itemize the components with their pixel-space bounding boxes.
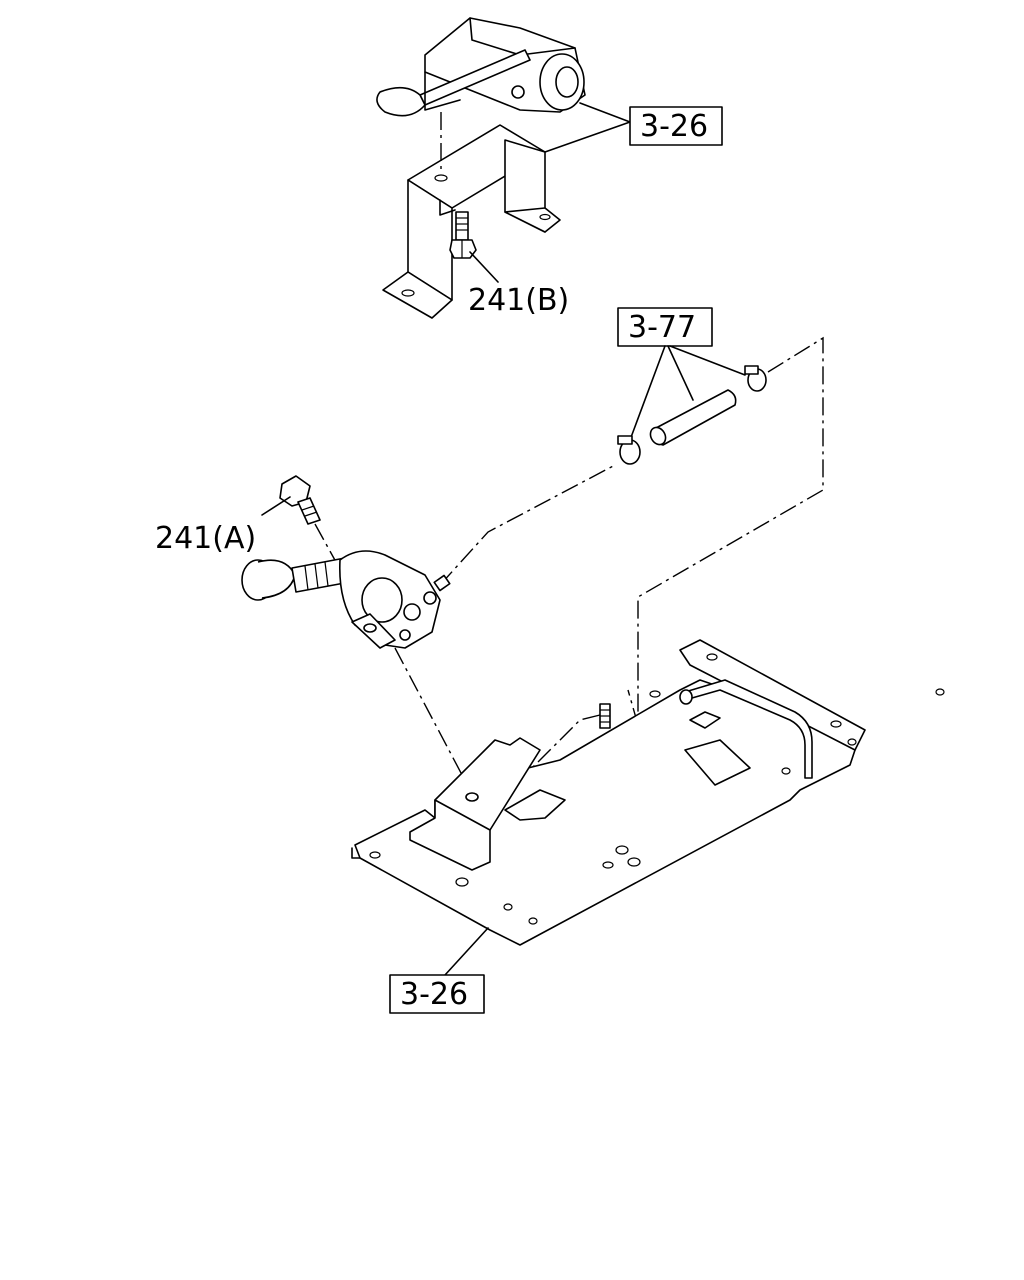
base-plate [351, 639, 945, 946]
upper-lever-valve [376, 17, 586, 117]
hose [649, 389, 737, 446]
hose-routing-line [439, 464, 616, 586]
ref-label-bottom: 3-26 [400, 977, 468, 1012]
valve-alignment-line [394, 647, 471, 791]
ref-box-hose: 3-77 [617, 307, 746, 441]
ref-box-bottom: 3-26 [389, 927, 489, 1014]
ref-box-top: 3-26 [544, 102, 723, 153]
leader-bolt-b [469, 251, 499, 283]
ref-label-hose: 3-77 [628, 310, 696, 345]
stud-alignment-line [529, 714, 601, 771]
label-bolt-a: 241(A) [155, 521, 256, 556]
upper-bracket [382, 124, 561, 319]
hose-clamp-left [617, 435, 641, 465]
bolt-b [449, 211, 477, 259]
hose-clamp-right [744, 365, 767, 392]
label-bolt-b: 241(B) [468, 283, 569, 318]
stud-bolt [599, 703, 611, 729]
hand-valve [241, 550, 451, 649]
leader-bolt-a [261, 496, 291, 516]
ref-label-top: 3-26 [640, 109, 708, 144]
